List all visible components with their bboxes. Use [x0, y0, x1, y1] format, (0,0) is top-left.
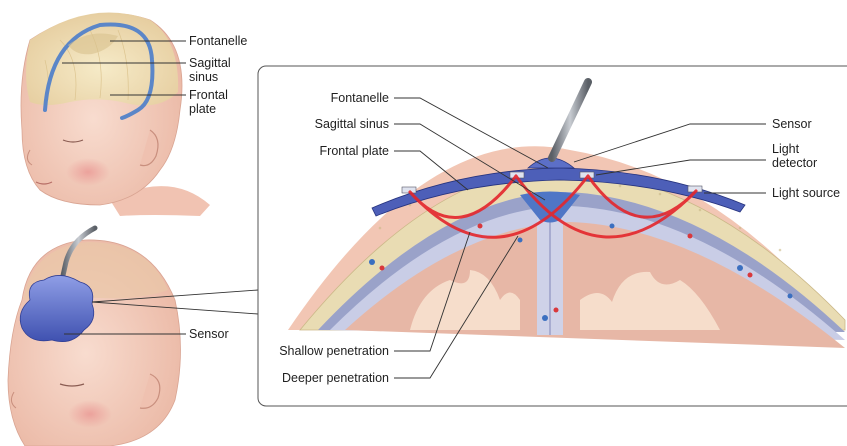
sensor-label: Sensor	[772, 117, 812, 131]
frontal-plate-label: Frontal plate	[320, 144, 390, 158]
light-detector-label-2: detector	[772, 156, 817, 170]
fontanelle-label-top: Fontanelle	[189, 34, 247, 48]
sagittal-sinus-label-top: Sagittal	[189, 56, 231, 70]
sagittal-sinus-label: Sagittal sinus	[315, 117, 389, 131]
frontal-plate-label-top: Frontal	[189, 88, 228, 102]
top-infant-illustration	[21, 12, 210, 216]
shallow-penetration-label: Shallow penetration	[279, 344, 389, 358]
bottom-infant-cheek	[68, 400, 112, 428]
bottom-infant-illustration	[8, 228, 181, 446]
frontal-plate-label-top-2: plate	[189, 102, 216, 116]
light-source-label: Light source	[772, 186, 840, 200]
deeper-penetration-label: Deeper penetration	[282, 371, 389, 385]
light-detector-label: Light	[772, 142, 800, 156]
fontanelle-label: Fontanelle	[331, 91, 389, 105]
sensor-label-bottom: Sensor	[189, 327, 229, 341]
sagittal-sinus-label-top-2: sinus	[189, 70, 218, 84]
top-infant-cheek	[66, 158, 110, 186]
